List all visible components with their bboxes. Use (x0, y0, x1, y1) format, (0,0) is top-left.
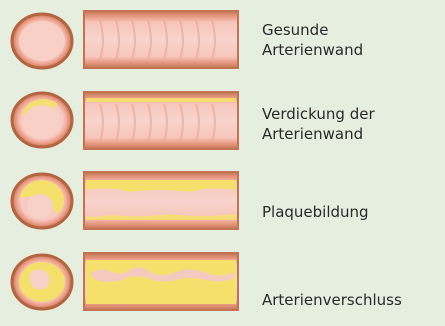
stage-label-thickening: Verdickung der Arterienwand (262, 104, 375, 144)
stage-row-healthy: Gesunde Arterienwand (0, 0, 445, 80)
vessel-illustration-healthy (0, 0, 250, 80)
stage-label-occlusion: Arterienverschluss (262, 290, 402, 310)
stage-label-healthy: Gesunde Arterienwand (262, 20, 363, 60)
stage-label-plaque: Plaquebildung (262, 202, 369, 222)
vessel-illustration-thickening (0, 80, 250, 160)
vessel-illustration-plaque (0, 162, 250, 242)
stage-row-thickening: Verdickung der Arterienwand (0, 80, 445, 160)
stage-row-occlusion: Arterienverschluss (0, 244, 445, 324)
vessel-illustration-occlusion (0, 244, 250, 326)
stage-row-plaque: Plaquebildung (0, 162, 445, 242)
